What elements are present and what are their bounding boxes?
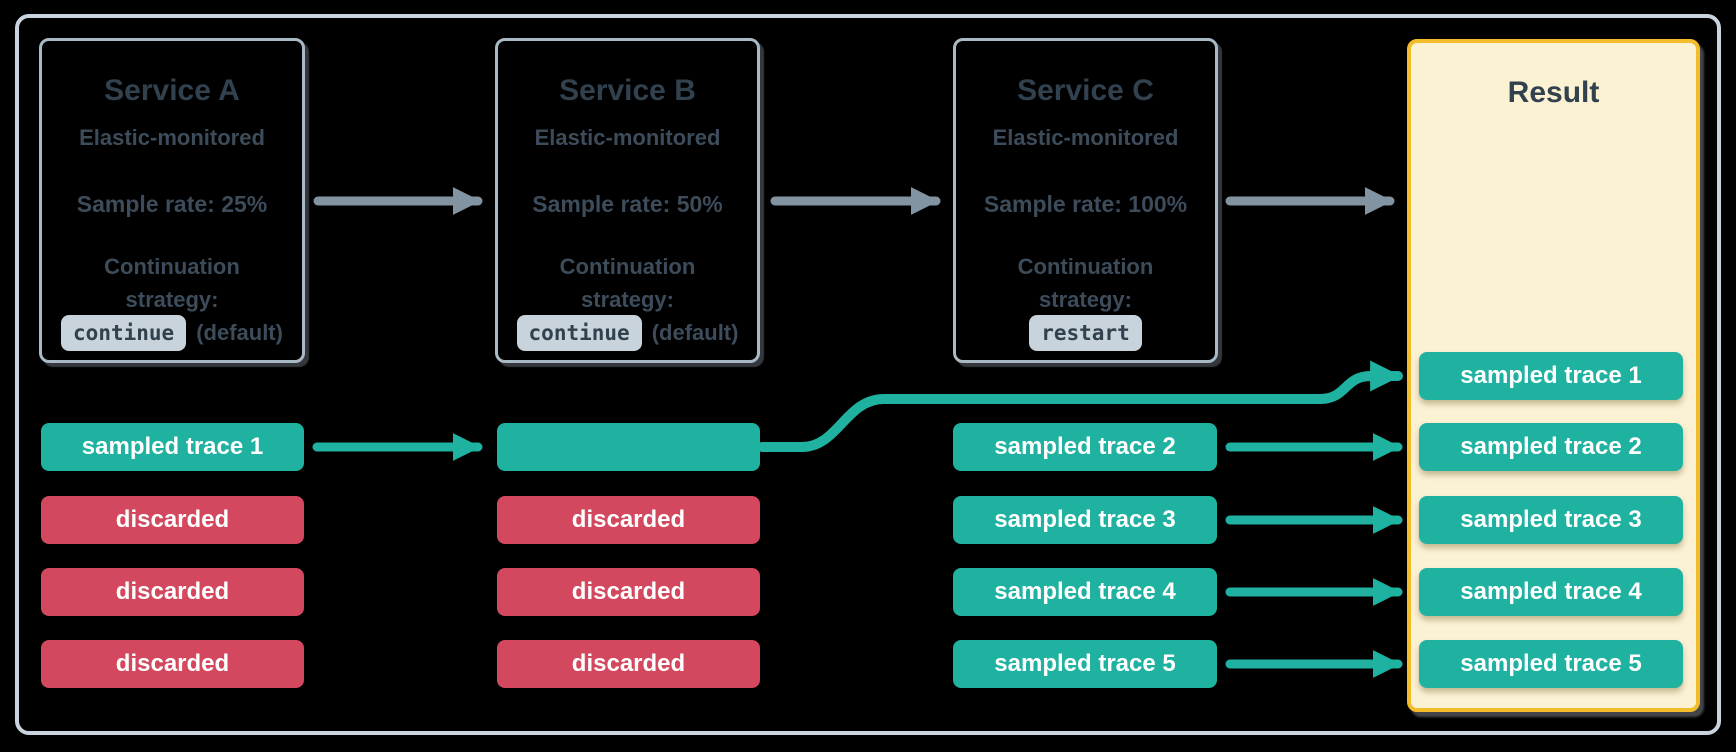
service-a-strategy-label: strategy: [125,287,219,312]
service-c-strategy-label: strategy: [1039,287,1132,312]
service-c-strategy-row: restart [956,315,1215,351]
result-pill: sampled trace 2 [1419,423,1683,471]
service-a-title: Service A [104,74,240,107]
service-c-box: Service C Elastic-monitored Sample rate:… [953,38,1218,363]
service-b-box: Service B Elastic-monitored Sample rate:… [495,38,760,363]
service-a-sample-rate: Sample rate: 25% [76,191,268,217]
trace-bar-discarded: discarded [41,496,304,544]
trace-bar-sampled: sampled trace 3 [953,496,1217,544]
service-b-subtitle: Elastic-monitored [534,125,721,150]
service-b-strategy-label: strategy: [581,287,674,312]
service-a-continuation-label: Continuation [104,254,240,279]
service-c-subtitle: Elastic-monitored [992,125,1179,150]
service-a-subtitle: Elastic-monitored [79,125,265,150]
result-pill: sampled trace 4 [1419,568,1683,616]
service-c-title: Service C [1017,74,1154,107]
trace-bar-discarded: discarded [497,496,760,544]
service-b-title: Service B [559,74,696,107]
service-a-strategy-row: continue (default) [42,315,302,351]
trace-bar-discarded: discarded [497,640,760,688]
trace-bar-discarded: discarded [497,568,760,616]
service-b-continuation-label: Continuation [559,254,696,279]
service-c-strategy-chip: restart [1029,315,1142,351]
service-c-sample-rate: Sample rate: 100% [983,191,1188,217]
result-pill: sampled trace 1 [1419,352,1683,400]
diagram-frame [15,14,1721,735]
service-b-sample-rate: Sample rate: 50% [532,191,723,217]
trace-bar-sampled: sampled trace 2 [953,423,1217,471]
result-pill: sampled trace 3 [1419,496,1683,544]
service-a-strategy-default-note: (default) [196,320,283,345]
trace-bar-sampled: sampled trace 4 [953,568,1217,616]
service-a-strategy-chip: continue [61,315,187,351]
trace-bar-sampled-unlabeled [497,423,760,471]
service-b-strategy-chip: continue [516,315,642,351]
trace-bar-discarded: discarded [41,640,304,688]
service-c-continuation-label: Continuation [1017,254,1154,279]
service-b-strategy-row: continue (default) [498,315,757,351]
trace-bar-discarded: discarded [41,568,304,616]
trace-bar-sampled: sampled trace 1 [41,423,304,471]
trace-bar-sampled: sampled trace 5 [953,640,1217,688]
service-b-strategy-default-note: (default) [651,320,739,345]
service-a-box: Service A Elastic-monitored Sample rate:… [39,38,305,363]
result-title: Result [1507,76,1600,109]
result-pill: sampled trace 5 [1419,640,1683,688]
